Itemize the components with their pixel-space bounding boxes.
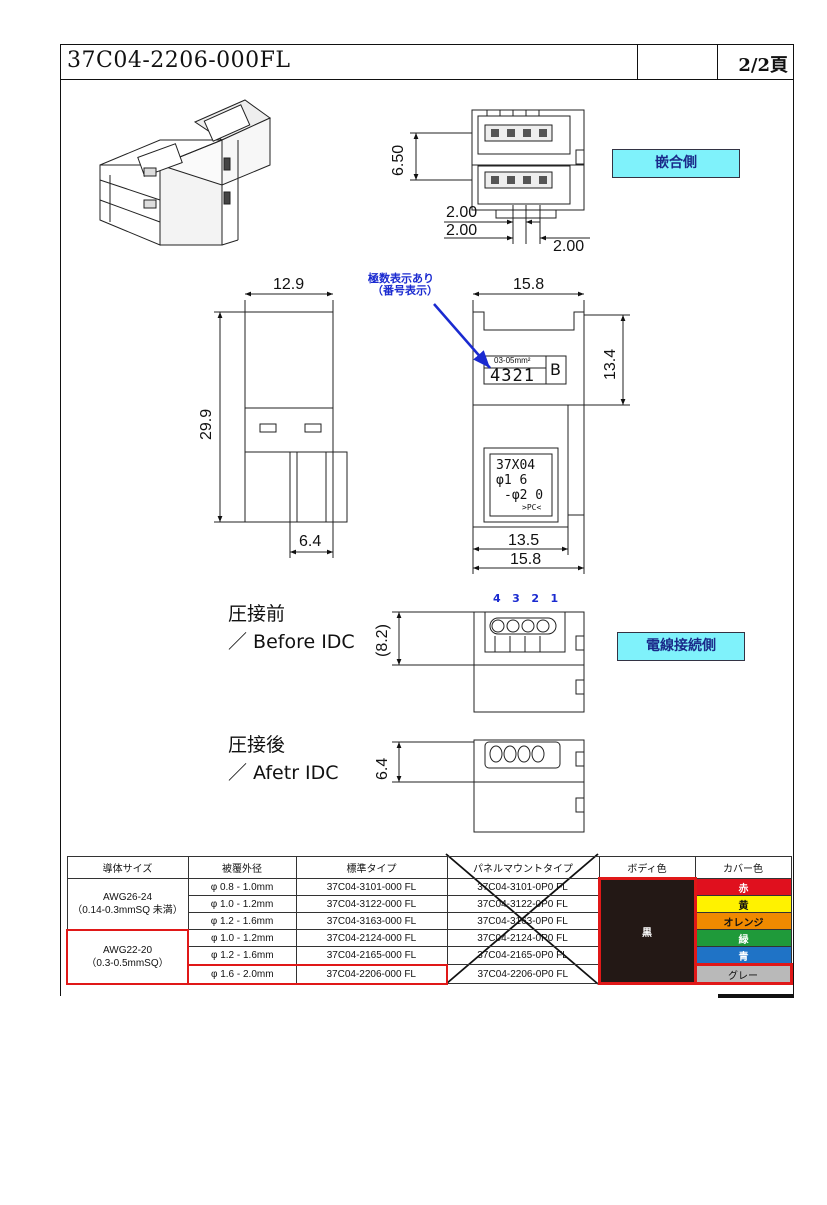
cell-panel: 37C04-3122-0P0 FL: [446, 895, 600, 913]
awg-group-b: AWG22-20 （0.3-0.5mmSQ）: [66, 928, 189, 985]
title-cell-blank: [637, 45, 718, 79]
pin-number-2: 2: [531, 592, 539, 605]
after-idc-en: ／ Afetr IDC: [228, 762, 339, 784]
spec-table: 導体サイズ 被覆外径 標準タイプ パネルマウントタイプ ボディ色 カバー色 AW…: [66, 856, 793, 985]
header-outer-diameter: 被覆外径: [187, 856, 297, 879]
header-conductor-size: 導体サイズ: [66, 856, 189, 879]
cover-color-cell: オレンジ: [694, 912, 792, 930]
awg-a: AWG26-24: [102, 891, 153, 903]
cell-std: 37C04-2124-000 FL: [295, 929, 448, 947]
header-standard-type: 標準タイプ: [295, 856, 448, 879]
dim-2-00-a: 2.00: [446, 204, 478, 221]
after-idc-jp: 圧接後: [228, 734, 286, 756]
dim-2-00-c: 2.00: [553, 238, 585, 255]
mating-side-label: 嵌合側: [612, 149, 740, 178]
cell-dia: φ 1.6 - 2.0mm: [187, 963, 297, 985]
marking-pin-numbers: 4321: [490, 366, 535, 386]
before-idc-label: 圧接前 ／ Before IDC: [228, 600, 355, 656]
cell-panel: 37C04-2124-0P0 FL: [446, 929, 600, 947]
body-marking-line-4: >PC<: [522, 503, 542, 512]
cell-dia: φ 1.0 - 1.2mm: [187, 929, 297, 947]
cover-color-cell: 緑: [694, 929, 792, 947]
cover-color-cell: グレー: [693, 963, 793, 985]
header-panel-type: パネルマウントタイプ: [446, 856, 600, 879]
awg-group-a: AWG26-24 （0.14-0.3mmSQ 未満）: [66, 878, 189, 930]
bottom-rule: [718, 994, 794, 998]
dim-6-4-after: 6.4: [374, 757, 391, 780]
dim-6-50: 6.50: [390, 144, 407, 176]
pin-number-4: 4: [493, 592, 501, 605]
cell-std: 37C04-3163-000 FL: [295, 912, 448, 930]
polarity-callout: 極数表示あり （番号表示）: [368, 273, 438, 297]
before-idc-view: [392, 611, 585, 713]
cell-dia: φ 1.2 - 1.6mm: [187, 912, 297, 930]
body-color-cell: 黒: [597, 877, 697, 985]
pin-number-3: 3: [512, 592, 520, 605]
table-row: AWG26-24 （0.14-0.3mmSQ 未満） φ 0.8 - 1.0mm…: [66, 877, 792, 985]
cell-std: 37C04-2206-000 FL: [295, 963, 448, 985]
mating-side-view: [410, 109, 590, 244]
body-marking-line-3: -φ2 0: [504, 488, 544, 503]
dim-29-9: 29.9: [198, 408, 215, 440]
table-row-selected: φ 1.6 - 2.0mm 37C04-2206-000 FL 37C04-22…: [67, 963, 793, 985]
awg-b-sq: （0.3-0.5mmSQ）: [86, 957, 169, 969]
dim-12-9: 12.9: [273, 276, 305, 293]
cell-panel: 37C04-3163-0P0 FL: [446, 912, 600, 930]
cell-dia: φ 0.8 - 1.0mm: [187, 878, 297, 896]
callout-line-2: （番号表示）: [372, 284, 438, 297]
cover-color-cell: 赤: [694, 878, 792, 896]
isometric-view: [99, 99, 271, 246]
header-cover-color: カバー色: [694, 856, 792, 879]
pin-number-1: 1: [550, 592, 559, 605]
header-body-color: ボディ色: [598, 856, 696, 879]
pin-numbers: 4 3 2 1: [493, 592, 558, 605]
cell-panel: 37C04-2165-0P0 FL: [446, 946, 600, 965]
cover-color-cell: 黄: [694, 895, 792, 913]
cell-std: 37C04-2165-000 FL: [295, 946, 448, 965]
callout-arrow: [433, 303, 491, 369]
page-number: 2/2頁: [738, 55, 788, 76]
dim-15-8-top: 15.8: [513, 276, 545, 293]
dim-2-00-b: 2.00: [446, 222, 478, 239]
body-marking-line-2: φ1 6: [496, 473, 528, 488]
title-bar: 37C04-2206-000FL 2/2頁: [61, 45, 793, 80]
table-row: φ 1.2 - 1.6mm 37C04-2165-000 FL 37C04-21…: [67, 946, 792, 965]
drawing-sheet: 37C04-2206-000FL 2/2頁: [60, 44, 794, 996]
body-color-value: 黒: [642, 927, 652, 939]
before-idc-jp: 圧接前: [228, 603, 286, 625]
dim-8-2: (8.2): [374, 624, 391, 657]
before-idc-en: ／ Before IDC: [228, 631, 355, 653]
dim-13-4: 13.4: [602, 348, 619, 380]
after-idc-label: 圧接後 ／ Afetr IDC: [228, 731, 339, 787]
title-cell-page: 2/2頁: [717, 45, 794, 79]
body-marking-line-1: 37X04: [496, 458, 536, 473]
cell-panel: 37C04-2206-0P0 FL: [446, 964, 600, 984]
cover-color-cell: 青: [694, 946, 792, 965]
dim-15-8-bottom: 15.8: [510, 551, 542, 568]
awg-a-sq: （0.14-0.3mmSQ 未満）: [72, 904, 183, 916]
body-marking: 37X04 φ1 6 -φ2 0 >PC<: [496, 458, 543, 512]
side-view: [214, 291, 348, 558]
dim-6-4-side: 6.4: [299, 533, 322, 550]
marking-wire-range: 03-05mm²: [494, 356, 531, 365]
marking-letter: B: [550, 360, 561, 379]
cell-dia: φ 1.0 - 1.2mm: [187, 895, 297, 913]
callout-line-1: 極数表示あり: [368, 272, 434, 285]
part-number-title: 37C04-2206-000FL: [67, 48, 291, 73]
table-header-row: 導体サイズ 被覆外径 標準タイプ パネルマウントタイプ ボディ色 カバー色: [66, 856, 792, 879]
cell-dia: φ 1.2 - 1.6mm: [187, 946, 297, 965]
wire-side-label: 電線接続側: [617, 632, 745, 661]
after-idc-view: [392, 739, 585, 833]
dim-13-5: 13.5: [508, 532, 540, 549]
awg-b: AWG22-20: [102, 944, 153, 956]
cell-std: 37C04-3101-000 FL: [295, 878, 448, 896]
cell-std: 37C04-3122-000 FL: [295, 895, 448, 913]
top-view: [472, 291, 630, 574]
cell-panel: 37C04-3101-0P0 FL: [446, 878, 600, 896]
table-row: AWG22-20 （0.3-0.5mmSQ） φ 1.0 - 1.2mm 37C…: [66, 928, 792, 985]
